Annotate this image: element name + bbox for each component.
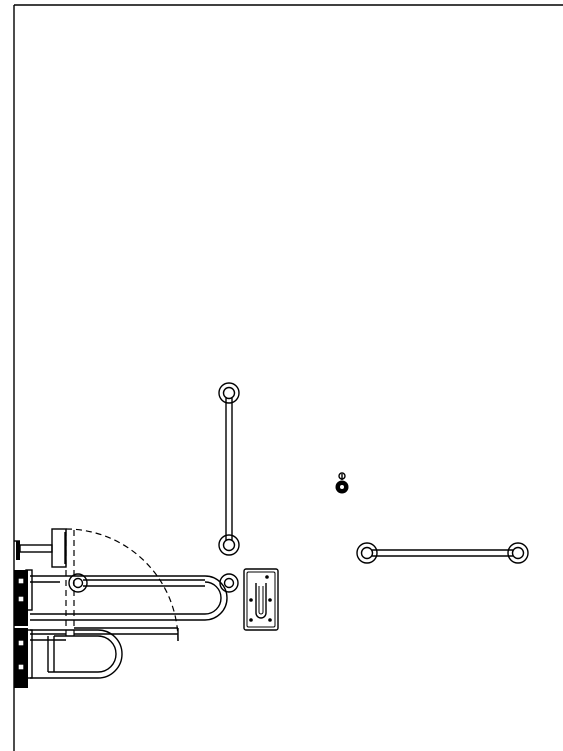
vertical-grab-bar [218,382,240,556]
fold-up-grab-bar-lower [30,629,123,679]
horizontal-grab-bar [356,542,529,564]
wall-mounted-toilet-paper-holder [243,568,279,631]
fold-swing-arc [65,528,179,642]
fold-up-grab-bar-upper [30,573,228,641]
wall-outline [13,4,563,751]
coat-hook [335,472,349,494]
wall-flange-plate [219,573,239,593]
toilet-side-profile [14,569,33,688]
toilet-paper-dispenser-box [14,528,67,568]
